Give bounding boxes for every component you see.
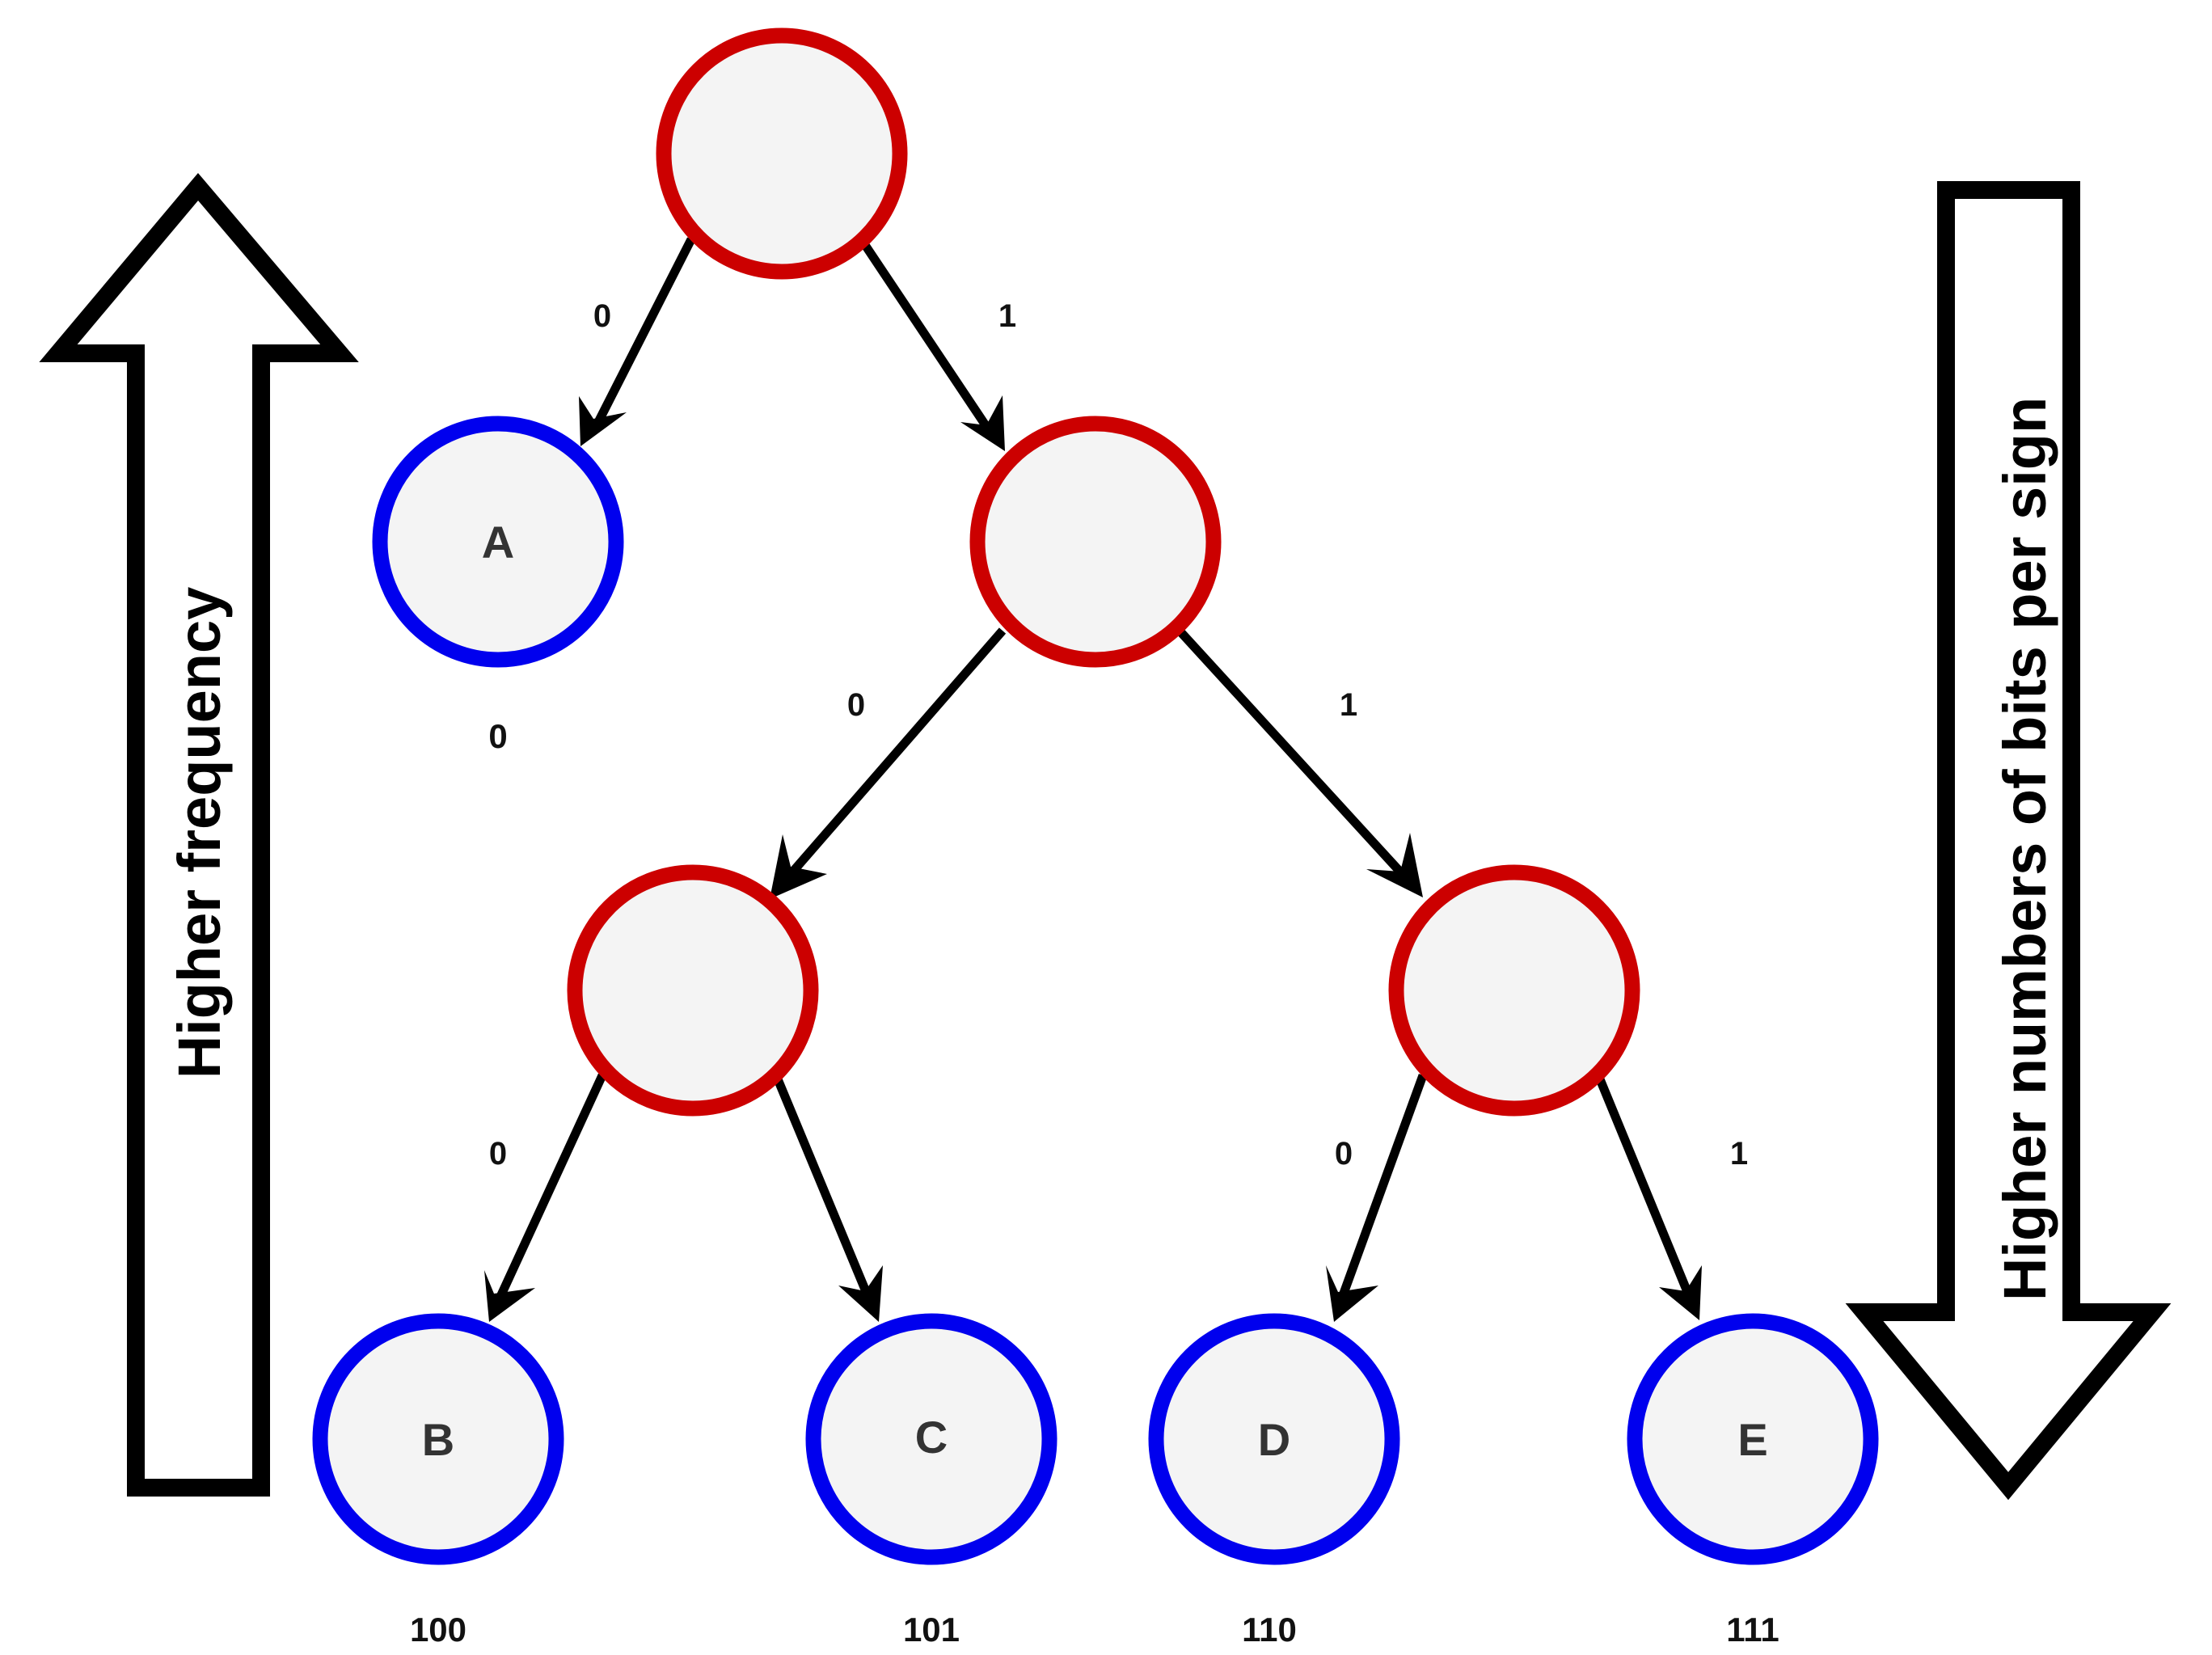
arrowhead-n2-c: [838, 1265, 883, 1322]
higher-bits-label: Higher numbers of bits per sign: [1991, 397, 2058, 1301]
higher-frequency-label: Higher frequency: [166, 587, 233, 1079]
internal-nodes: [567, 27, 1640, 1117]
edge-bit-labels: 0 1 0 1 0 0 1: [489, 298, 1748, 1172]
arrowhead-n1-n2: [770, 834, 827, 899]
code-label-e: 111: [1726, 1611, 1779, 1649]
edge-root-n1: [859, 239, 994, 436]
leaf-node-c: C: [805, 1313, 1057, 1565]
arrowhead-n2-b: [484, 1270, 535, 1322]
leaf-codes: 0 100 101 110 111: [410, 717, 1779, 1649]
up-arrow-icon: [39, 172, 359, 1497]
code-label-a: 0: [488, 717, 507, 755]
edge-n1-n3: [1174, 626, 1409, 880]
bit-label-root-n1: 1: [998, 298, 1016, 334]
edge-root-a: [594, 237, 695, 424]
arrowhead-n3-d: [1326, 1265, 1378, 1322]
leaf-nodes: A B C D E: [312, 416, 1879, 1565]
arrowhead-n3-e: [1659, 1265, 1702, 1320]
leaf-label-e: E: [1737, 1414, 1767, 1465]
bit-label-n1-n2: 0: [847, 687, 865, 723]
bit-label-root-a: 0: [593, 298, 611, 334]
leaf-node-d: D: [1148, 1313, 1400, 1565]
higher-bits-arrow: Higher numbers of bits per sign: [1845, 181, 2172, 1501]
down-arrow-icon: [1845, 181, 2172, 1501]
code-label-b: 100: [410, 1611, 466, 1649]
bit-label-n3-d: 0: [1335, 1136, 1353, 1172]
code-label-d: 110: [1242, 1611, 1297, 1649]
leaf-label-a: A: [482, 517, 514, 568]
leaf-label-d: D: [1258, 1414, 1290, 1465]
higher-frequency-arrow: Higher frequency: [39, 172, 359, 1497]
code-label-c: 101: [903, 1611, 960, 1649]
leaf-node-e: E: [1627, 1313, 1879, 1565]
internal-node-1: [969, 416, 1222, 668]
arrowhead-root-a: [579, 396, 627, 446]
leaf-node-a: A: [372, 416, 624, 668]
edge-n2-c: [771, 1073, 874, 1302]
leaf-node-b: B: [312, 1313, 564, 1565]
edge-n2-b: [495, 1073, 606, 1302]
bit-label-n2-b: 0: [489, 1136, 507, 1172]
bit-label-n1-n3: 1: [1340, 687, 1357, 723]
edge-n3-e: [1594, 1073, 1695, 1300]
edge-n1-n2: [782, 627, 1007, 883]
arrowhead-n1-n3: [1366, 833, 1423, 897]
tree-edges: [484, 237, 1702, 1322]
leaf-label-b: B: [422, 1414, 454, 1465]
edge-n3-d: [1337, 1074, 1428, 1299]
internal-node-2: [567, 864, 819, 1117]
leaf-label-c: C: [915, 1412, 948, 1463]
arrowhead-root-n1: [960, 395, 1005, 451]
internal-node-3: [1388, 864, 1640, 1117]
bit-label-n3-e: 1: [1730, 1136, 1748, 1172]
root-node: [656, 27, 908, 280]
